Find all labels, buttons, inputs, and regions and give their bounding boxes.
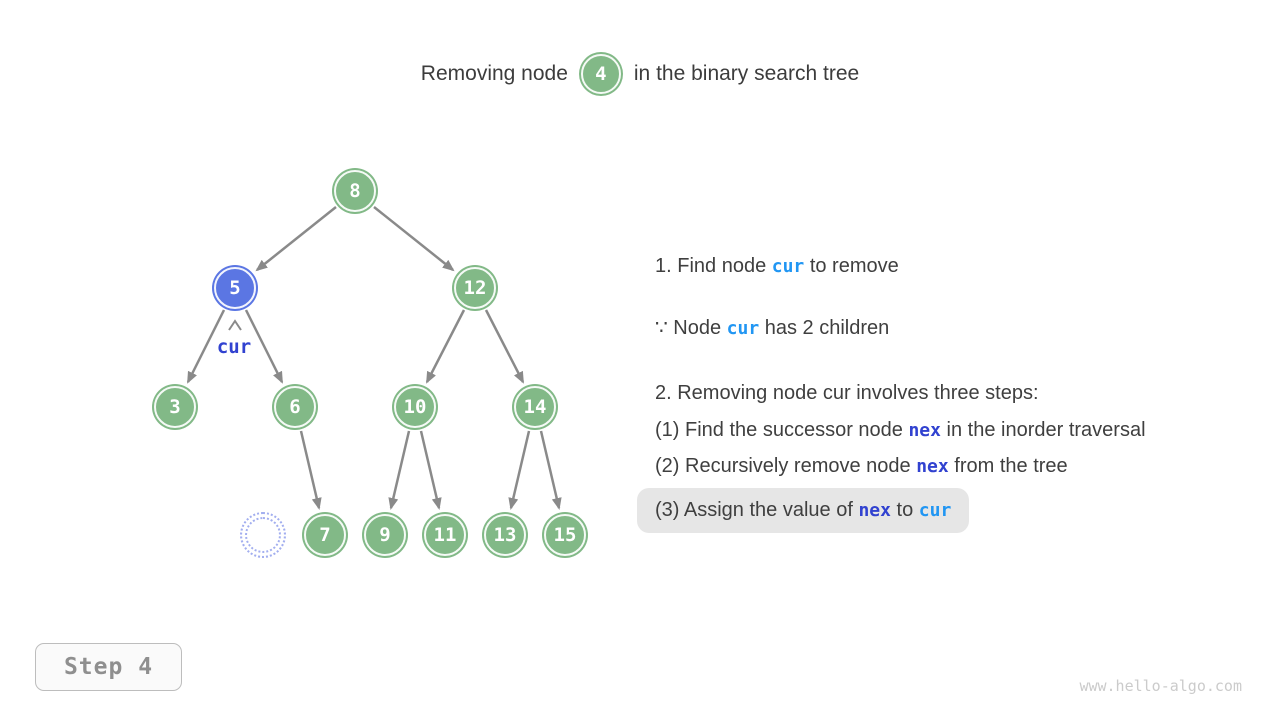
code-token-cur: cur xyxy=(918,500,952,521)
tree-node-8: 8 xyxy=(332,168,378,214)
edge-10-11 xyxy=(419,430,442,510)
highlight-pill: (3) Assign the value of nex to cur xyxy=(637,488,970,533)
text-segment: in the inorder traversal xyxy=(940,419,1146,441)
edge-12-14 xyxy=(484,309,525,384)
instruction-line-6-highlighted: (3) Assign the value of nex to cur xyxy=(637,488,970,533)
tree-node-5-current: 5 xyxy=(212,265,258,311)
tree-node-13: 13 xyxy=(482,512,528,558)
text-segment: (2) Recursively remove node xyxy=(655,455,917,477)
node-value: 6 xyxy=(289,396,301,418)
node-value: 9 xyxy=(379,524,391,546)
edge-14-15 xyxy=(539,430,562,510)
edge-6-7 xyxy=(299,430,322,510)
node-value: 3 xyxy=(169,396,181,418)
code-token-cur: cur xyxy=(771,256,805,277)
text-segment: from the tree xyxy=(948,455,1068,477)
tree-node-11: 11 xyxy=(422,512,468,558)
node-value: 5 xyxy=(229,277,241,299)
cur-pointer-label: cur xyxy=(216,336,252,358)
text-segment: (1) Find the successor node xyxy=(655,419,909,441)
node-value: 7 xyxy=(319,524,331,546)
text-segment: 2. Removing node cur involves three step… xyxy=(655,382,1039,404)
text-segment: (3) Assign the value of xyxy=(655,499,859,521)
node-value: 8 xyxy=(349,180,361,202)
text-segment: to xyxy=(890,499,919,521)
node-value: 14 xyxy=(523,396,547,418)
node-value: 15 xyxy=(553,524,577,546)
node-value: 11 xyxy=(433,524,457,546)
text-segment: ∵ Node xyxy=(655,317,727,339)
code-token-cur: cur xyxy=(726,318,760,339)
code-token-nex: nex xyxy=(916,456,949,477)
title-suffix: in the binary search tree xyxy=(633,62,860,85)
title-prefix: Removing node xyxy=(420,62,568,85)
tree-node-6: 6 xyxy=(272,384,318,430)
node-value: 12 xyxy=(463,277,487,299)
instruction-line-1: 1. Find node cur to remove xyxy=(655,252,899,281)
instruction-line-5: (2) Recursively remove node nex from the… xyxy=(655,452,1068,481)
edge-14-13 xyxy=(508,430,531,510)
node-value: 10 xyxy=(403,396,427,418)
tree-node-9: 9 xyxy=(362,512,408,558)
tree-node-7: 7 xyxy=(302,512,348,558)
tree-node-3: 3 xyxy=(152,384,198,430)
watermark-url: www.hello-algo.com xyxy=(1079,677,1242,695)
text-segment: 1. Find node xyxy=(655,255,772,277)
edge-8-12 xyxy=(373,206,455,272)
tree-node-15: 15 xyxy=(542,512,588,558)
title-node-value: 4 xyxy=(595,63,607,85)
removed-node-placeholder xyxy=(240,512,286,558)
edge-8-5 xyxy=(255,206,337,272)
instruction-line-2: ∵ Node cur has 2 children xyxy=(655,314,889,343)
instruction-line-4: (1) Find the successor node nex in the i… xyxy=(655,416,1146,445)
node-value: 13 xyxy=(493,524,517,546)
figure-title: Removing node 4 in the binary search tre… xyxy=(0,50,1280,98)
edge-10-9 xyxy=(388,430,411,510)
edge-12-10 xyxy=(425,309,466,384)
step-indicator-button[interactable]: Step 4 xyxy=(35,643,182,691)
title-node-badge: 4 xyxy=(578,52,623,96)
cur-pointer-caret-icon xyxy=(228,319,242,331)
tree-node-12: 12 xyxy=(452,265,498,311)
tree-node-10: 10 xyxy=(392,384,438,430)
text-segment: to remove xyxy=(804,255,899,277)
code-token-nex: nex xyxy=(858,500,891,521)
text-segment: has 2 children xyxy=(759,317,890,339)
instruction-line-3: 2. Removing node cur involves three step… xyxy=(655,379,1039,407)
tree-node-14: 14 xyxy=(512,384,558,430)
code-token-nex: nex xyxy=(908,420,941,441)
